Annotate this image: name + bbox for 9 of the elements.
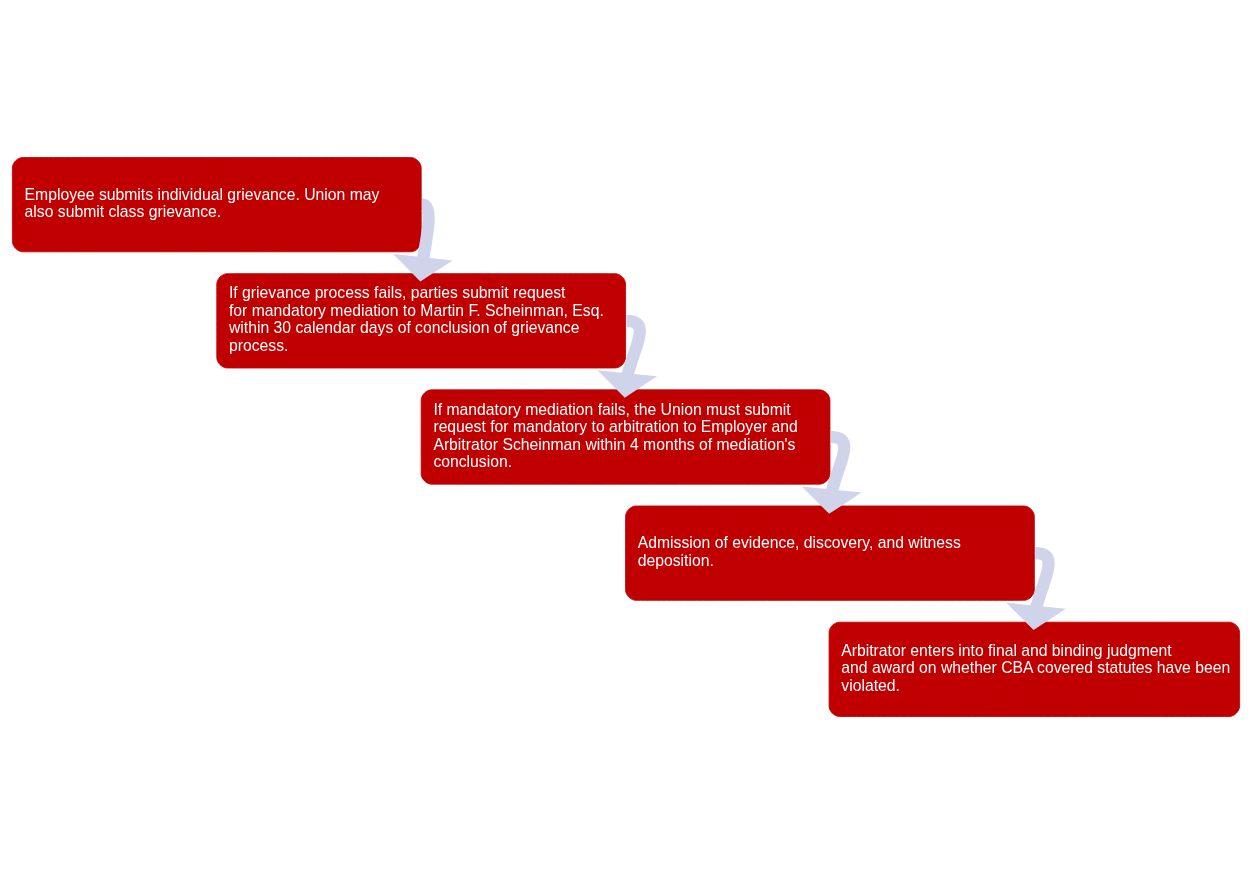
node-box: Admission of evidence, discovery, and witness deposition.: [625, 505, 1035, 601]
arrow: [393, 198, 453, 282]
arrow: [597, 314, 658, 398]
arrow: [1006, 547, 1066, 631]
node-box: If mandatory mediation fails, the Union must submit request for mandatory to arbitration to Employer and Arbitrator Scheinman within 4 months of mediation's conclusion.: [420, 389, 831, 485]
arrow: [801, 430, 862, 514]
node-box: Arbitrator enters into final and binding judgment and award on whether CBA covered statutes have been violated.: [828, 621, 1241, 717]
node-box: Employee submits individual grievance. Union may also submit class grievance.: [11, 157, 422, 253]
node-box: If grievance process fails, parties submit request for mandatory mediation to Martin F. Scheinman, Esq. within 30 calendar days of conclusion of grievance process.: [216, 273, 626, 369]
